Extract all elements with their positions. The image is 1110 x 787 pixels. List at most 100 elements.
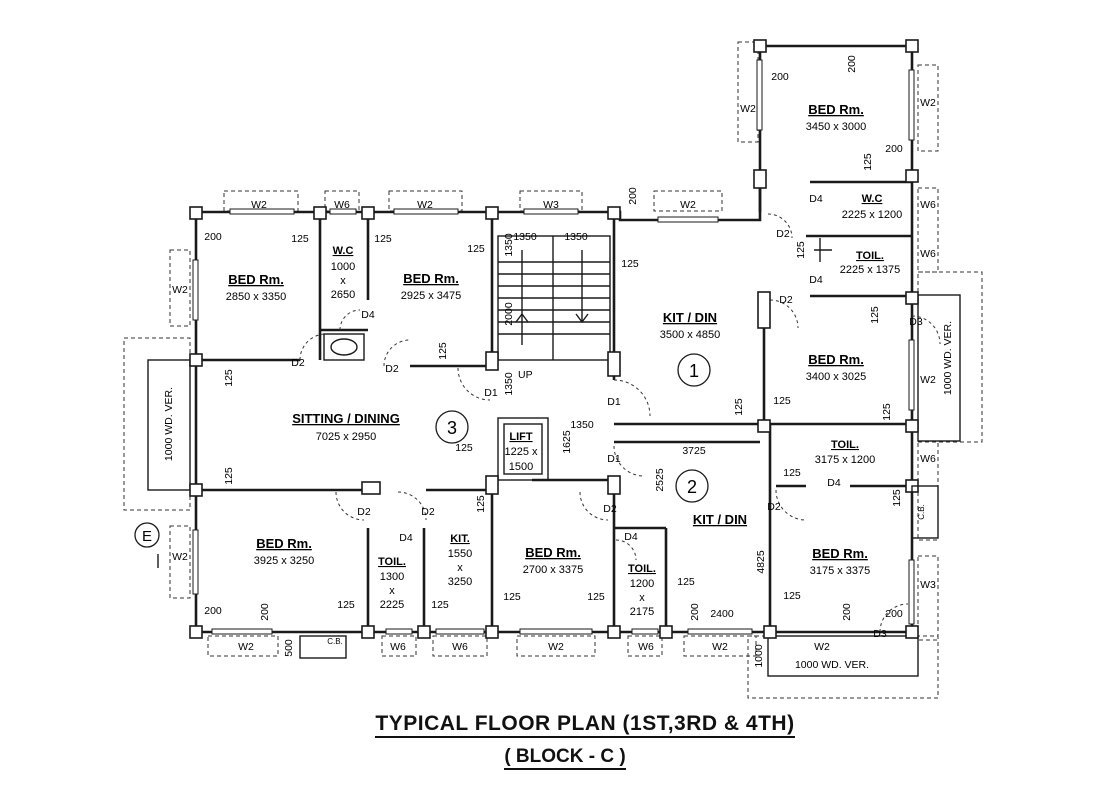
room-dims: 7025 x 2950 xyxy=(316,431,377,443)
dimension-label: 1000 xyxy=(753,644,765,668)
window-tag: W6 xyxy=(638,641,654,653)
door-tag: D2 xyxy=(603,503,617,515)
room-dims: 2175 xyxy=(630,606,654,618)
door-tag: D2 xyxy=(776,228,790,240)
door-tag: D4 xyxy=(361,309,375,321)
window-panels xyxy=(192,59,915,635)
door-tag: D2 xyxy=(357,506,371,518)
dimension-label: 125 xyxy=(733,398,745,416)
dimension-label: 200 xyxy=(885,143,903,155)
room-name: TOIL. xyxy=(378,556,406,568)
window-tag: W2 xyxy=(920,97,936,109)
room-name: BED Rm. xyxy=(228,272,284,287)
dimension-label: 125 xyxy=(795,241,807,259)
window-tag: W2 xyxy=(920,374,936,386)
room-dims: 2225 x 1375 xyxy=(840,264,901,276)
dimension-label: 500 xyxy=(283,639,295,657)
window-tag: W2 xyxy=(251,199,267,211)
cupboard-label: C.B. xyxy=(917,504,926,520)
room-name: BED Rm. xyxy=(808,102,864,117)
room-dims: 3175 x 3375 xyxy=(810,565,871,577)
dimension-label: 2525 xyxy=(654,468,666,492)
dimension-label: 200 xyxy=(204,605,222,617)
room-dims: 2850 x 3350 xyxy=(226,291,287,303)
door-tag: D2 xyxy=(767,501,781,513)
dimension-label: 125 xyxy=(337,599,355,611)
window-tag: W6 xyxy=(390,641,406,653)
dimension-label: 125 xyxy=(223,467,235,485)
room-dims: 2650 xyxy=(331,289,355,301)
window-tag: W2 xyxy=(740,103,756,115)
window-tag: W6 xyxy=(920,248,936,260)
fixtures xyxy=(323,238,939,539)
room-name: BED Rm. xyxy=(403,271,459,286)
dimension-label: 125 xyxy=(475,495,487,513)
room-dims: 3925 x 3250 xyxy=(254,555,315,567)
room-dims: 3450 x 3000 xyxy=(806,121,867,133)
dimension-label: 1350 xyxy=(513,231,537,243)
window-tag: W2 xyxy=(680,199,696,211)
door-tag: D2 xyxy=(421,506,435,518)
dimension-label: 200 xyxy=(204,231,222,243)
door-tag: D1 xyxy=(607,396,621,408)
room-name: BED Rm. xyxy=(256,536,312,551)
room-name: W.C xyxy=(333,245,354,257)
room-name: KIT / DIN xyxy=(663,310,717,325)
room-name: BED Rm. xyxy=(812,546,868,561)
door-tag: D4 xyxy=(809,193,823,205)
room-dims: x xyxy=(639,592,645,604)
dimension-label: 1350 xyxy=(564,231,588,243)
dimension-label: 125 xyxy=(677,576,695,588)
room-dims: 2225 xyxy=(380,599,404,611)
dimension-label: 200 xyxy=(841,603,853,621)
room-dims: 3175 x 1200 xyxy=(815,454,876,466)
dimension-label: 125 xyxy=(621,258,639,270)
veranda-label: 1000 WD. VER. xyxy=(163,387,175,461)
elevation-marker: E xyxy=(142,528,152,545)
room-labels: BED Rm. 2850 x 3350 W.C 1000 x 2650 BED … xyxy=(226,102,903,618)
veranda-labels: 1000 WD. VER. 1000 WD. VER. 1000 WD. VER… xyxy=(163,321,954,671)
room-name: SITTING / DINING xyxy=(292,411,400,426)
window-tag: W2 xyxy=(238,641,254,653)
room-dims: 2925 x 3475 xyxy=(401,290,462,302)
room-dims: x xyxy=(389,585,395,597)
room-name: TOIL. xyxy=(831,439,859,451)
dimension-label: 125 xyxy=(455,442,473,454)
stair-up-label: UP xyxy=(518,369,533,381)
room-dims: 3400 x 3025 xyxy=(806,371,867,383)
dimension-annotations: 200 125 125 125 1350 1350 125 1350 2000 … xyxy=(204,55,903,668)
plan-subtitle: ( BLOCK - C ) xyxy=(440,746,690,770)
room-dims: x xyxy=(457,562,463,574)
dimension-label: 4825 xyxy=(755,550,767,574)
veranda-label: 1000 WD. VER. xyxy=(795,659,869,671)
room-dims: 2700 x 3375 xyxy=(523,564,584,576)
veranda-railings xyxy=(147,294,961,677)
dimension-label: 125 xyxy=(587,591,605,603)
dimension-label: 200 xyxy=(846,55,858,73)
dimension-label: 125 xyxy=(223,369,235,387)
dimension-label: 200 xyxy=(885,608,903,620)
door-tags: D2 D4 D2 D1 D1 D1 D2 D4 D4 D2 D3 D4 D2 D… xyxy=(291,193,923,640)
door-tag: D4 xyxy=(399,532,413,544)
room-dims: x xyxy=(340,275,346,287)
room-dims: 1300 xyxy=(380,571,404,583)
flat-number-1: 1 xyxy=(689,361,699,381)
door-tag: D4 xyxy=(827,477,841,489)
room-name: LIFT xyxy=(509,431,532,443)
cupboard-label: C.B. xyxy=(327,637,343,646)
dimension-label: 2400 xyxy=(710,608,734,620)
dimension-label: 125 xyxy=(773,395,791,407)
door-tag: D4 xyxy=(809,274,823,286)
dimension-label: 3725 xyxy=(682,445,706,457)
flat-number-3: 3 xyxy=(447,418,457,438)
room-dims: 1550 xyxy=(448,548,472,560)
dimension-label: 200 xyxy=(627,187,639,205)
dimension-label: 125 xyxy=(891,489,903,507)
dimension-label: 200 xyxy=(689,603,701,621)
dimension-label: 125 xyxy=(467,243,485,255)
door-tag: D1 xyxy=(607,453,621,465)
dimension-label: 125 xyxy=(869,306,881,324)
dimension-label: 1350 xyxy=(503,233,515,257)
flat-number-2: 2 xyxy=(687,477,697,497)
